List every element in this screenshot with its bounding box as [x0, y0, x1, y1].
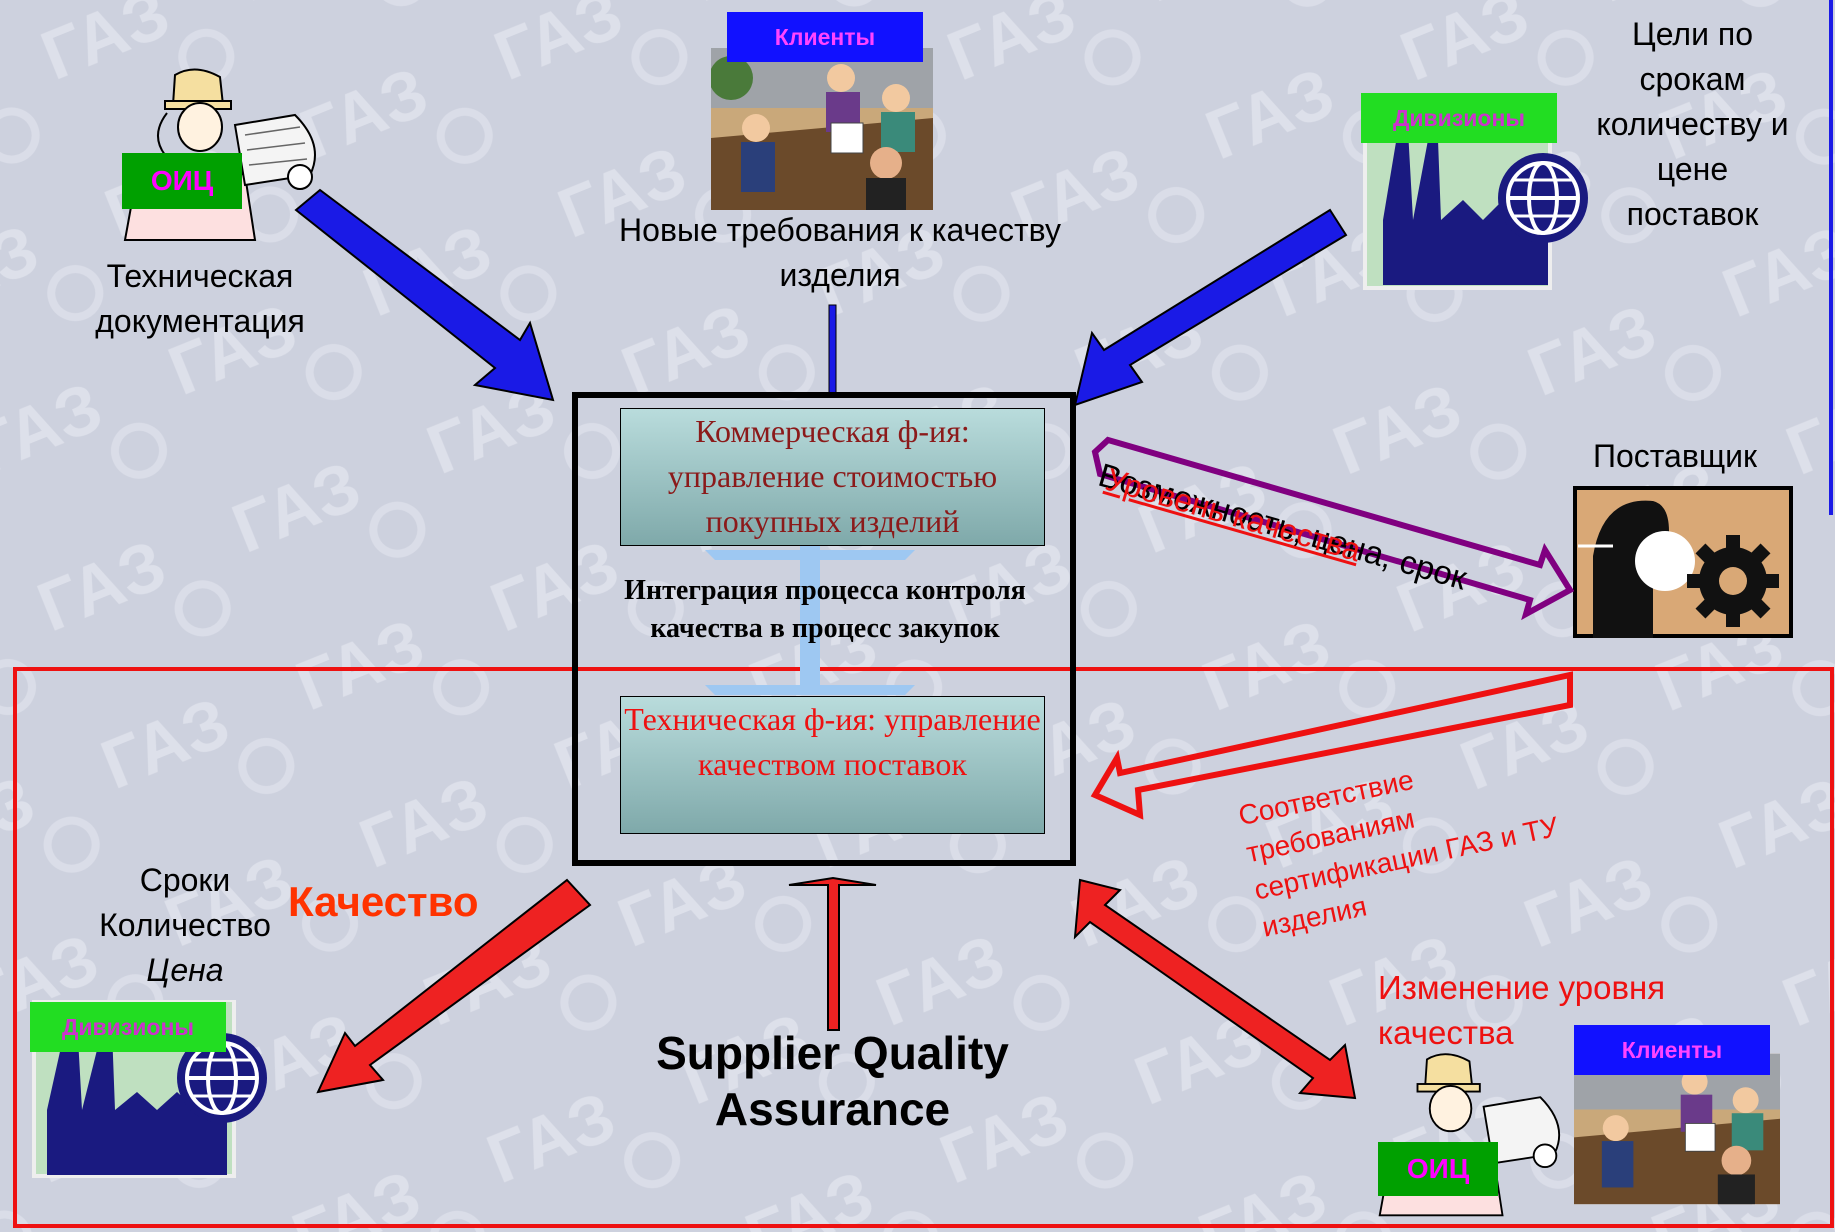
meeting-clipart-icon-bottom — [1574, 1053, 1780, 1205]
quality-change-label: Изменение уровня качества — [1378, 969, 1666, 1051]
technical-function-text: Техническая ф-ия: управление качеством п… — [624, 701, 1041, 782]
supplier-gears-icon — [1573, 486, 1793, 638]
commercial-function-text: Коммерческая ф-ия: управление стоимостью… — [667, 413, 998, 539]
divisions-tag-top: Дивизионы — [1361, 93, 1557, 143]
arrow-divisions — [1073, 208, 1348, 407]
right-edge-line — [1829, 0, 1833, 515]
oic-tag-top: ОИЦ — [122, 153, 242, 209]
goals-label: Цели по срокам количеству и цене поставо… — [1596, 16, 1789, 232]
factory-globe-icon — [1363, 104, 1588, 290]
arrow-to-supplier — [1091, 436, 1575, 621]
quality-label: Качество — [288, 878, 479, 925]
price-label: Цена — [146, 952, 224, 988]
integration-connector — [800, 545, 820, 695]
technical-function-box: Техническая ф-ия: управление качеством п… — [620, 696, 1045, 834]
supplier-label: Поставщик — [1592, 438, 1758, 474]
divisions-tag-bottom: Дивизионы — [30, 1002, 226, 1052]
new-requirements-label: Новые требования к качеству изделия — [619, 212, 1061, 293]
tech-doc-label: Техническая документация — [95, 258, 305, 339]
arrow-quality-to-divisions — [316, 878, 592, 1094]
line-new-requirements — [828, 304, 837, 396]
engineer-clipart-icon-bottom — [1378, 1053, 1561, 1217]
arrow-from-supplier — [1090, 671, 1573, 820]
clients-tag-top: Клиенты — [727, 12, 923, 62]
arrow-quality-change — [1073, 878, 1357, 1100]
red-frame — [13, 667, 1834, 1228]
center-frame — [572, 392, 1076, 866]
meeting-clipart-icon — [711, 48, 933, 210]
terms-label: Сроки — [139, 862, 231, 898]
commercial-function-box: Коммерческая ф-ия: управление стоимостью… — [620, 408, 1045, 546]
sqa-label: Supplier Quality Assurance — [656, 1027, 1009, 1135]
oic-tag-bottom: ОИЦ — [1378, 1142, 1498, 1196]
clients-tag-bottom: Клиенты — [1574, 1025, 1770, 1075]
quantity-label: Количество — [99, 907, 271, 943]
arrow-tech-doc — [294, 188, 555, 402]
integration-label: Интеграция процесса контроля качества в … — [624, 575, 1026, 644]
arrow-sqa — [788, 876, 877, 1031]
